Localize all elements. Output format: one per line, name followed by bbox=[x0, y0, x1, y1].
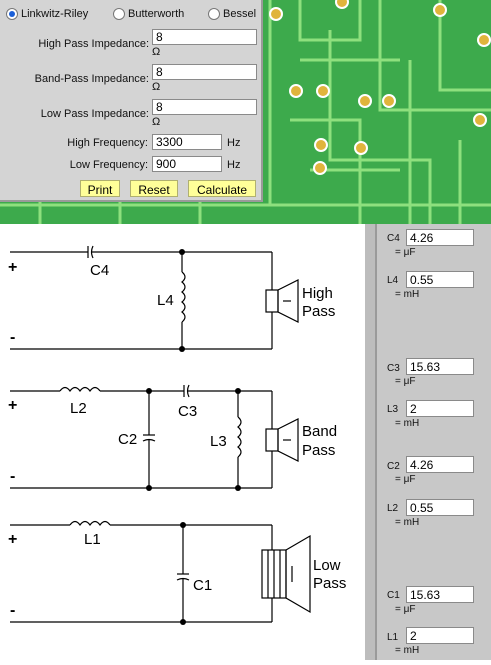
calculate-button[interactable]: Calculate bbox=[188, 180, 256, 197]
plus-terminal: + bbox=[8, 531, 17, 548]
c3-value-field[interactable] bbox=[406, 358, 474, 375]
high-pass-impedance-label: High Pass Impedance: bbox=[38, 38, 149, 50]
panel-divider bbox=[365, 224, 375, 660]
hz-unit: Hz bbox=[227, 159, 241, 171]
l1-value-field[interactable] bbox=[406, 627, 474, 644]
c1-value-field[interactable] bbox=[406, 586, 474, 603]
c2-name: C2 bbox=[387, 461, 400, 472]
band-pass-impedance-input[interactable] bbox=[152, 64, 257, 80]
plus-terminal: + bbox=[8, 259, 17, 276]
c3-unit: = μF bbox=[395, 376, 416, 387]
high-pass-label-2: Pass bbox=[302, 303, 335, 320]
c4-name: C4 bbox=[387, 233, 400, 244]
component-values-panel: C4 = μF L4 = mH C3 = μF L3 = mH C2 = μF … bbox=[375, 224, 491, 660]
band-pass-impedance-label: Band-Pass Impedance: bbox=[34, 73, 149, 85]
radio-label: Linkwitz-Riley bbox=[21, 8, 89, 20]
l3-unit: = mH bbox=[395, 418, 420, 429]
label-l4: L4 bbox=[157, 292, 174, 309]
l3-name: L3 bbox=[387, 404, 399, 415]
l2-name: L2 bbox=[387, 503, 399, 514]
pcb-traces bbox=[0, 0, 491, 224]
ohm-unit: Ω bbox=[152, 46, 161, 58]
radio-butterworth[interactable]: Butterworth bbox=[113, 8, 184, 20]
c4-value-field[interactable] bbox=[406, 229, 474, 246]
c1-name: C1 bbox=[387, 590, 400, 601]
low-pass-impedance-label: Low Pass Impedance: bbox=[40, 108, 149, 120]
c1-unit: = μF bbox=[395, 604, 416, 615]
low-pass-label-2: Pass bbox=[313, 575, 346, 592]
radio-button[interactable] bbox=[113, 8, 125, 20]
minus-terminal: - bbox=[10, 329, 15, 346]
label-l2: L2 bbox=[70, 400, 87, 417]
c3-name: C3 bbox=[387, 363, 400, 374]
radio-bessel[interactable]: Bessel bbox=[208, 8, 256, 20]
high-pass-label-1: High bbox=[302, 285, 333, 302]
radio-linkwitz-riley[interactable]: Linkwitz-Riley bbox=[6, 8, 88, 20]
l2-value-field[interactable] bbox=[406, 499, 474, 516]
high-frequency-label: High Frequency: bbox=[67, 137, 148, 149]
label-c3: C3 bbox=[178, 403, 197, 420]
band-pass-label-1: Band bbox=[302, 423, 337, 440]
band-pass-label-2: Pass bbox=[302, 442, 335, 459]
high-frequency-input[interactable] bbox=[152, 134, 222, 150]
l3-value-field[interactable] bbox=[406, 400, 474, 417]
reset-button[interactable]: Reset bbox=[130, 180, 178, 197]
crossover-schematic: + - + - + - C4 L4 High Pass L2 C3 C2 L3 … bbox=[0, 224, 367, 660]
low-pass-label-1: Low bbox=[313, 557, 341, 574]
radio-label: Butterworth bbox=[128, 8, 185, 20]
print-button[interactable]: Print bbox=[80, 180, 120, 197]
l4-name: L4 bbox=[387, 275, 399, 286]
l1-unit: = mH bbox=[395, 645, 420, 656]
minus-terminal: - bbox=[10, 602, 15, 619]
schematic-diagram: + - + - + - C4 L4 High Pass L2 C3 C2 L3 … bbox=[8, 245, 346, 625]
l2-unit: = mH bbox=[395, 517, 420, 528]
low-frequency-label: Low Frequency: bbox=[69, 159, 148, 171]
label-l1: L1 bbox=[84, 531, 101, 548]
label-c1: C1 bbox=[193, 577, 212, 594]
ohm-unit: Ω bbox=[152, 81, 161, 93]
c2-value-field[interactable] bbox=[406, 456, 474, 473]
l4-unit: = mH bbox=[395, 289, 420, 300]
l1-name: L1 bbox=[387, 632, 399, 643]
c4-unit: = μF bbox=[395, 247, 416, 258]
label-c2: C2 bbox=[118, 431, 137, 448]
low-pass-impedance-input[interactable] bbox=[152, 99, 257, 115]
ohm-unit: Ω bbox=[152, 116, 161, 128]
plus-terminal: + bbox=[8, 397, 17, 414]
radio-label: Bessel bbox=[223, 8, 257, 20]
l4-value-field[interactable] bbox=[406, 271, 474, 288]
low-frequency-input[interactable] bbox=[152, 156, 222, 172]
c2-unit: = μF bbox=[395, 474, 416, 485]
high-pass-impedance-input[interactable] bbox=[152, 29, 257, 45]
radio-button-selected[interactable] bbox=[6, 8, 18, 20]
radio-button[interactable] bbox=[208, 8, 220, 20]
minus-terminal: - bbox=[10, 468, 15, 485]
crossover-form: Linkwitz-Riley Butterworth Bessel High P… bbox=[0, 0, 263, 202]
hz-unit: Hz bbox=[227, 137, 241, 149]
label-c4: C4 bbox=[90, 262, 109, 279]
label-l3: L3 bbox=[210, 433, 227, 450]
